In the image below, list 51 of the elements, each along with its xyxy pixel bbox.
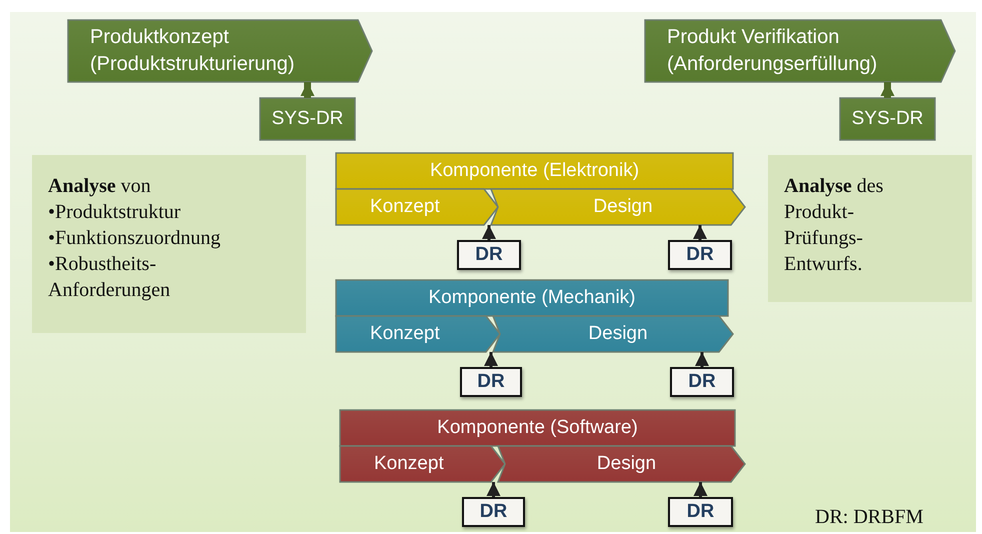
phase-label: Design [587, 322, 649, 346]
note-panel [32, 155, 306, 333]
note-text: Analyse von [48, 174, 152, 199]
design-review-box [668, 240, 732, 270]
design-review-box [668, 497, 733, 527]
design-review-box [460, 367, 522, 397]
design-review-box [462, 497, 525, 527]
design-review-box [670, 367, 734, 397]
note-text: •Robustheits- Anforderungen [48, 252, 172, 303]
phase-label: Komponente (Mechanik) [428, 286, 636, 310]
arrow [880, 82, 894, 98]
review-label: DR [475, 243, 503, 267]
phase-label: Design [592, 196, 654, 218]
review-label: DR [480, 500, 508, 524]
phase-segment [493, 316, 733, 352]
note-panel [768, 155, 972, 302]
phase-segment [498, 446, 745, 482]
review-label: DR [686, 500, 714, 524]
phase-label: Design [596, 452, 658, 476]
phase-label: SYS-DR [850, 108, 924, 130]
phase-label: Konzept [373, 452, 445, 476]
phase-label: Konzept [369, 196, 441, 218]
arrow [486, 482, 500, 497]
arrow [484, 352, 498, 367]
note-text: •Funktionszuordnung [48, 226, 222, 251]
phase-title: Produktkonzept (Produktstrukturierung) [89, 25, 296, 77]
phase-label: Konzept [369, 322, 441, 346]
phase-label: SYS-DR [270, 108, 344, 130]
arrow [693, 225, 707, 240]
phase-segment [336, 316, 500, 352]
project-phase-block [68, 20, 372, 82]
phase-title: Produkt Verifikation (Anforderungserfüllung) [666, 25, 878, 77]
phase-label: Komponente (Software) [436, 416, 639, 440]
phase-label: Komponente (Elektronik) [428, 160, 640, 182]
system-review-box [840, 98, 935, 140]
arrow [694, 482, 708, 497]
system-review-box [260, 98, 355, 140]
phase-segment [336, 189, 498, 225]
arrow [482, 225, 496, 240]
review-label: DR [688, 370, 716, 394]
phase-segment [491, 189, 745, 225]
phase-segment [340, 446, 505, 482]
note-text: •Produktstruktur [48, 200, 182, 225]
review-label: DR [477, 370, 505, 394]
project-phase-block [645, 20, 955, 82]
note-text: Analyse des Produkt- Prüfungs- Entwurfs. [784, 174, 884, 277]
footnote: DR: DRBFM [815, 506, 924, 529]
arrow [695, 352, 709, 367]
review-label: DR [686, 243, 714, 267]
design-review-box [457, 240, 521, 270]
arrow [300, 82, 314, 98]
